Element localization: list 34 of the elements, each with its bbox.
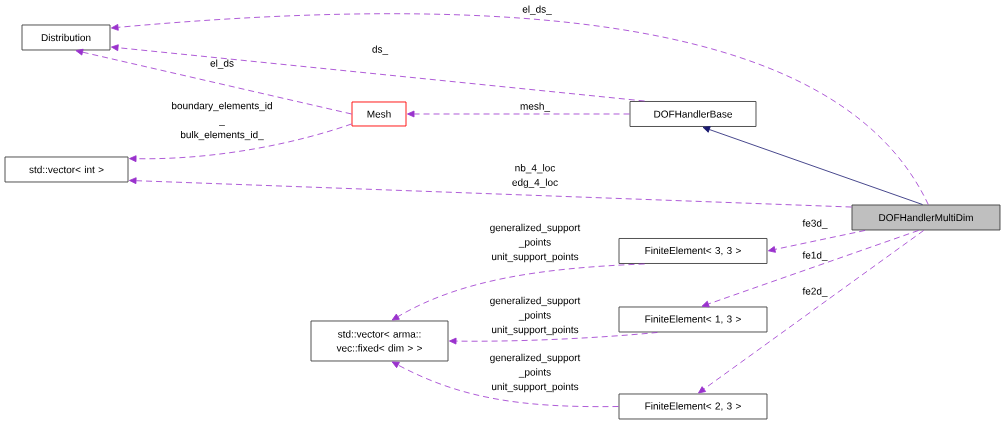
edge-label: mesh_ [520,102,551,112]
edge-label: el_ds [210,59,234,69]
class-box: FiniteElement< 3, 3 > [618,238,768,264]
edge-label: ds_ [372,45,389,55]
association-arrow [698,230,925,394]
edge-label: fe3d_ [802,219,828,229]
association-arrow [111,44,646,102]
class-box: FiniteElement< 2, 3 > [618,393,768,420]
association-arrow [407,110,630,118]
association-arrow [129,177,852,208]
association-arrow [391,263,646,321]
class-box: std::vector< arma:: vec::fixed< dim > > [310,320,449,362]
edge-label: nb_4_loc edg_4_loc [512,164,558,188]
edge-label: generalized_support _points unit_support_points [490,353,581,393]
class-box: DOFHandlerBase [629,101,757,127]
edge-label: el_ds_ [522,5,552,15]
class-box: Distribution [21,24,111,51]
edge-label: generalized_support _points unit_support_points [490,296,581,336]
association-arrow [129,123,352,163]
inheritance-arrow [702,126,923,205]
class-box: DOFHandlerMultiDim [851,204,1001,231]
edge-label: fe1d_ [802,251,828,261]
association-arrow [75,48,352,115]
edge-label: fe2d_ [802,287,828,297]
edge-label: boundary_elements_id _ bulk_elements_id_ [172,101,272,141]
association-arrow [768,230,866,253]
class-box: Mesh [351,101,407,127]
edge-label: generalized_support _points unit_support_points [490,223,581,263]
association-arrow [701,230,919,308]
association-arrow [449,332,658,345]
class-box: std::vector< int > [4,156,129,183]
class-box: FiniteElement< 1, 3 > [618,306,768,333]
association-arrow [391,361,619,407]
association-arrow [111,13,929,205]
